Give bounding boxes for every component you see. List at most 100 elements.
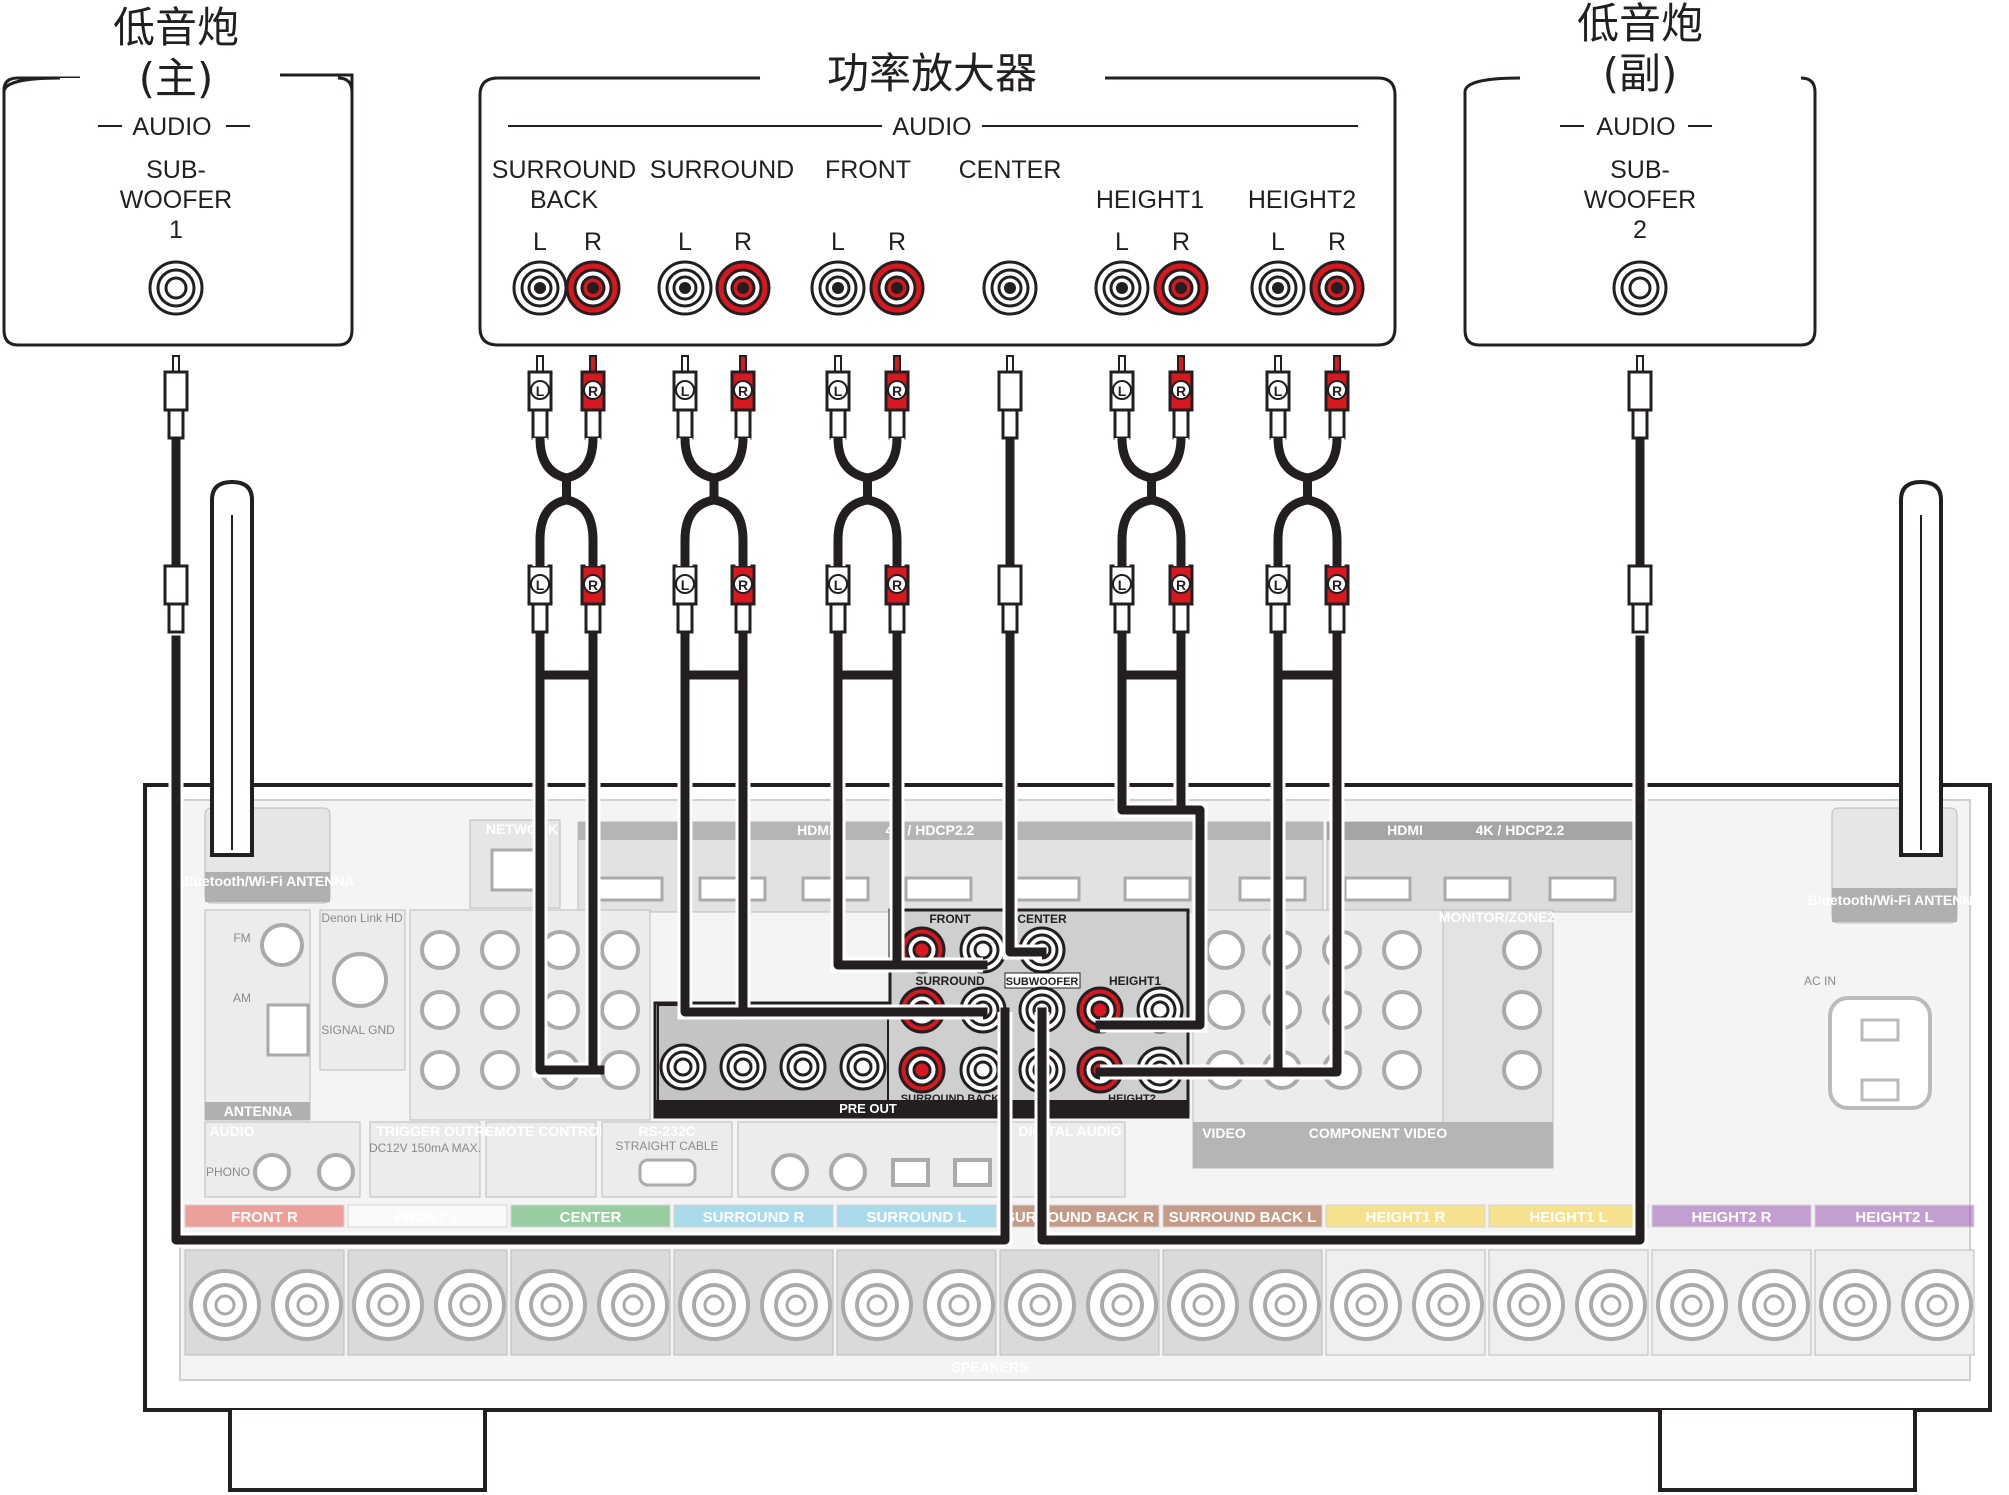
amp-right-jack: [1153, 260, 1209, 316]
amp-left-jack: [810, 260, 866, 316]
amp-channel-name: HEIGHT1: [1096, 186, 1204, 214]
remote-control-label: REMOTE CONTROL: [475, 1123, 608, 1139]
amp-channel-3: FRONT L R: [810, 156, 925, 316]
amp-left-jack: [1094, 260, 1150, 316]
amp-channel-name: SURROUND: [492, 156, 636, 184]
monitor-zone2-label: MONITOR/ZONE2: [1439, 909, 1556, 925]
amp-left-marker: L: [831, 228, 845, 256]
rca-plug: R: [580, 355, 606, 440]
speaker-terminal-pair: FRONT R: [184, 1204, 345, 1356]
svg-text:R: R: [738, 577, 748, 593]
antenna-right-label: Bluetooth/Wi-Fi ANTENNA: [1807, 892, 1982, 908]
amp-left-marker: L: [1271, 228, 1285, 256]
am-label: AM: [233, 991, 251, 1005]
preout-center-label: CENTER: [1017, 912, 1067, 926]
sub2-label-line3: 2: [1633, 216, 1647, 244]
amp-right-marker: R: [1172, 228, 1190, 256]
amp-channel-name: CENTER: [959, 156, 1062, 184]
sub2-audio-label: AUDIO: [1596, 113, 1675, 141]
speaker-tab-label: SURROUND R: [703, 1209, 805, 1226]
preout-height2-label: HEIGHT2: [1108, 1093, 1156, 1105]
twin-cable-bracket: [1273, 632, 1342, 680]
cable: [171, 635, 1010, 1245]
rca-plug: R: [1168, 355, 1194, 440]
svg-text:R: R: [892, 383, 902, 399]
straight-cable-label: STRAIGHT CABLE: [615, 1139, 718, 1153]
amp-right-marker: R: [584, 228, 602, 256]
svg-text:L: L: [1274, 383, 1283, 399]
twin-cable-join: [535, 437, 598, 500]
rs232c-label: RS-232C: [638, 1123, 696, 1139]
amp-channel-2: SURROUND L R: [650, 156, 794, 316]
amp-channel-name-2: BACK: [530, 186, 598, 214]
svg-text:R: R: [1332, 577, 1342, 593]
svg-text:L: L: [681, 383, 690, 399]
amp-right-jack: [565, 260, 621, 316]
svg-text:R: R: [892, 577, 902, 593]
preout-surround-label: SURROUND: [915, 974, 985, 988]
speaker-terminal-pair: SURROUND BACK L: [1162, 1204, 1323, 1356]
amp-left-marker: L: [678, 228, 692, 256]
svg-text:R: R: [738, 383, 748, 399]
av-receiver-rear-panel: Bluetooth/Wi-Fi ANTENNA Bluetooth/Wi-Fi …: [143, 783, 1992, 1492]
sub1-label-line2: WOOFER: [120, 186, 233, 214]
twin-cable-bracket: [833, 632, 902, 680]
amp-left-jack: [657, 260, 713, 316]
twin-cable-split: [680, 495, 748, 566]
amp-right-marker: R: [888, 228, 906, 256]
speaker-terminal-pair: SURROUND R: [673, 1204, 834, 1356]
preout-jack: [719, 1043, 767, 1091]
ac-in-label: AC IN: [1804, 974, 1836, 988]
antenna-label: ANTENNA: [224, 1103, 292, 1119]
trigger-out-label: TRIGGER OUT: [376, 1123, 474, 1139]
svg-text:R: R: [1176, 577, 1186, 593]
amp-channel-name: FRONT: [825, 156, 911, 184]
signal-gnd-label: SIGNAL GND: [321, 1023, 395, 1037]
sub2-label-line2: WOOFER: [1584, 186, 1697, 214]
component-video-label: COMPONENT VIDEO: [1309, 1125, 1448, 1141]
amp-left-marker: L: [1115, 228, 1129, 256]
twin-cable-join: [1273, 437, 1342, 500]
sub2-label-line1: SUB-: [1610, 156, 1670, 184]
sub1-title-line1: 低音炮: [113, 3, 239, 52]
rca-plug: R: [1324, 549, 1350, 634]
twin-cable-bracket: [1117, 632, 1186, 680]
cable: [535, 650, 605, 1075]
amp-channel-name: SURROUND: [650, 156, 794, 184]
cable: [1037, 635, 1645, 1245]
amp-right-jack: [1309, 260, 1365, 316]
rca-plug: R: [884, 355, 910, 440]
digital-audio-label: DIGITAL AUDIO: [1018, 1123, 1121, 1139]
sub1-title-line2b: (主): [139, 54, 214, 103]
svg-text:L: L: [536, 577, 545, 593]
cable: [1095, 650, 1205, 1030]
svg-text:L: L: [834, 577, 843, 593]
amp-left-jack: [1250, 260, 1306, 316]
amp-right-jack: [869, 260, 925, 316]
svg-text:R: R: [1176, 383, 1186, 399]
speaker-terminal-pair: HEIGHT1 R: [1325, 1204, 1486, 1356]
rca-plug: R: [1324, 355, 1350, 440]
speaker-tab-label: FRONT L: [395, 1209, 460, 1226]
rca-plug: L: [672, 355, 698, 440]
svg-text:R: R: [1332, 383, 1342, 399]
amp-left-jack: [512, 260, 568, 316]
hdmi-in-label: HDMI: [797, 822, 833, 838]
svg-text:R: R: [588, 577, 598, 593]
sub1-label-line3: 1: [169, 216, 183, 244]
hdmi-out-label: HDMI: [1387, 822, 1423, 838]
speaker-terminal-pair: HEIGHT1 L: [1488, 1204, 1649, 1356]
preout-jack: [898, 1046, 946, 1094]
speaker-tab-label: SURROUND BACK R: [1005, 1209, 1154, 1226]
twin-cable-split: [833, 495, 902, 566]
cable: [1155, 650, 1342, 1077]
speaker-tab-label: HEIGHT2 R: [1691, 1209, 1771, 1226]
audio-in-label: AUDIO: [209, 1123, 254, 1139]
rca-plug: L: [1109, 355, 1135, 440]
speaker-terminal-pair: SURROUND L: [836, 1204, 997, 1356]
amp-right-marker: R: [734, 228, 752, 256]
